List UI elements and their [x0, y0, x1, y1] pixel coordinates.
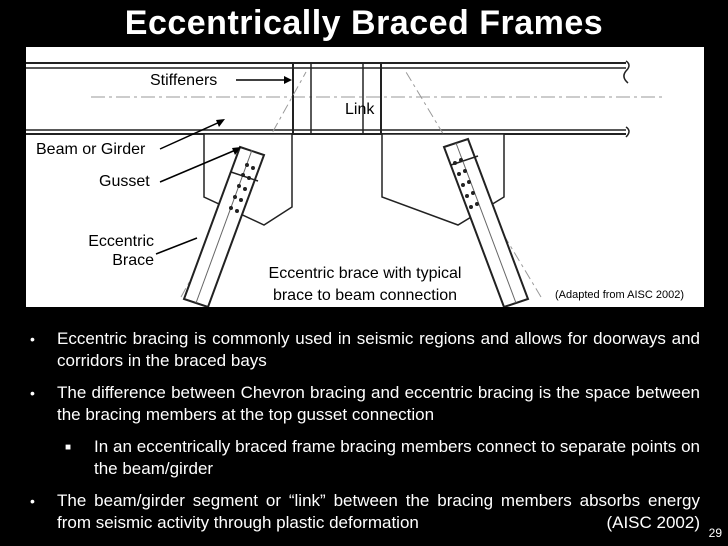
- ebf-diagram: Stiffeners Link Beam or Girder Gusset Ec…: [26, 47, 704, 307]
- brace-label-line2: Brace: [112, 252, 154, 269]
- sub-bullet-marker: ■: [65, 442, 72, 453]
- page-number: 29: [708, 526, 722, 540]
- brace-label-line1: Eccentric: [88, 233, 154, 250]
- brace-label: Eccentric Brace: [66, 232, 154, 270]
- bullet-text: In an eccentrically braced frame bracing…: [94, 437, 700, 478]
- bullet-item: • Eccentric bracing is commonly used in …: [30, 328, 700, 372]
- bullet-marker: •: [30, 385, 35, 401]
- stiffeners-label: Stiffeners: [150, 72, 218, 89]
- bullet-item: • The difference between Chevron bracing…: [30, 382, 700, 426]
- beam-label: Beam or Girder: [36, 141, 146, 158]
- bullet-marker: •: [30, 493, 35, 509]
- bullet-list: • Eccentric bracing is commonly used in …: [30, 328, 700, 544]
- figure-credit: (Adapted from AISC 2002): [555, 289, 685, 301]
- slide-title: Eccentrically Braced Frames: [124, 4, 604, 42]
- caption-line1: Eccentric brace with typical: [268, 265, 462, 282]
- bullet-reference: (AISC 2002): [606, 513, 700, 532]
- bullet-item: • The beam/girder segment or “link” betw…: [30, 490, 700, 534]
- bullet-marker: •: [30, 331, 35, 347]
- ebf-drawing: [26, 60, 666, 307]
- bullet-text: Eccentric bracing is commonly used in se…: [57, 329, 700, 370]
- bullet-text: The difference between Chevron bracing a…: [57, 383, 700, 424]
- figure-caption: Eccentric brace with typical brace to be…: [256, 263, 474, 307]
- sub-bullet-item: ■ In an eccentrically braced frame braci…: [65, 436, 700, 480]
- gusset-label: Gusset: [99, 173, 150, 190]
- caption-line2: brace to beam connection: [272, 287, 458, 304]
- link-label: Link: [345, 101, 375, 118]
- bullet-text: The beam/girder segment or “link” betwee…: [57, 491, 700, 532]
